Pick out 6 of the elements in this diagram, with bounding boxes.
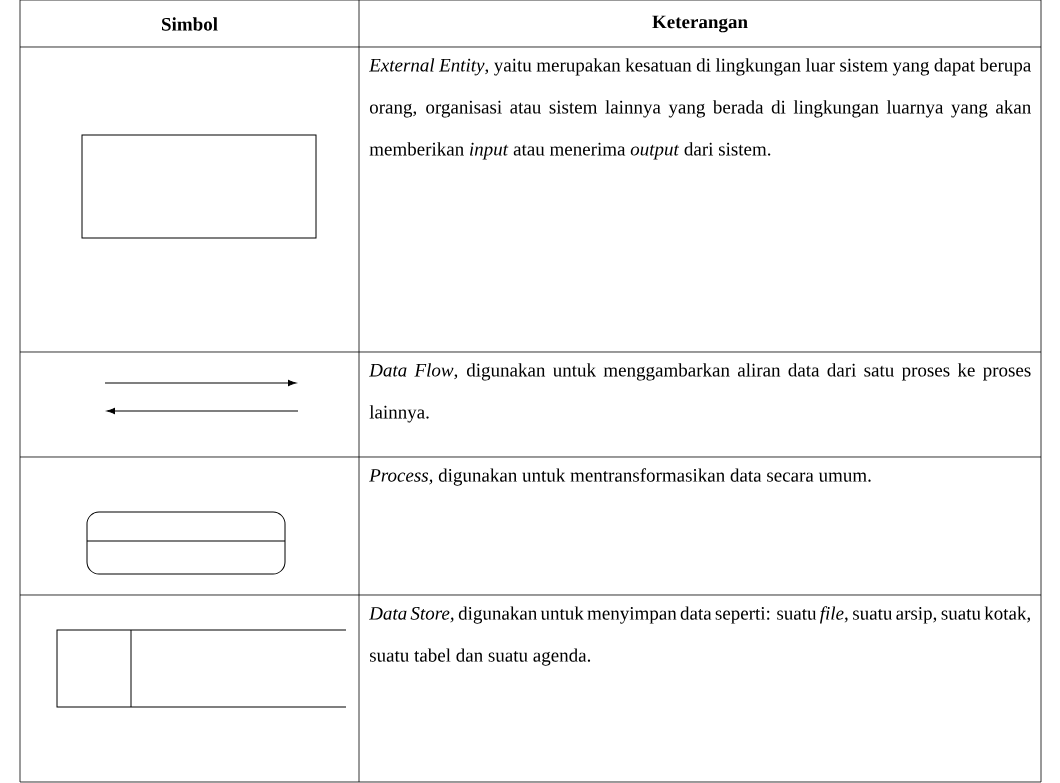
description-text: Data Store, digunakan untuk menyimpan data seperti: suatu file, suatu arsip, suatu kotak, suatu tabel dan suatu agenda. bbox=[369, 606, 1030, 666]
column-header: Simbol bbox=[162, 17, 218, 31]
description-text: Process, digunakan untuk mentransformasikan data secara umum. bbox=[369, 468, 871, 486]
column-header: Keterangan bbox=[652, 15, 748, 33]
description-text: Data Flow, digunakan untuk menggambarkan aliran data dari satu proses ke proses lainnya. bbox=[369, 363, 1031, 423]
description-text: External Entity, yaitu merupakan kesatuan di lingkungan luar sistem yang dapat berupa orang, organisasi atau sistem lainnya yang berada di lingkungan luarnya yang akan memberikan input atau menerima output dari sistem. bbox=[369, 58, 1031, 160]
